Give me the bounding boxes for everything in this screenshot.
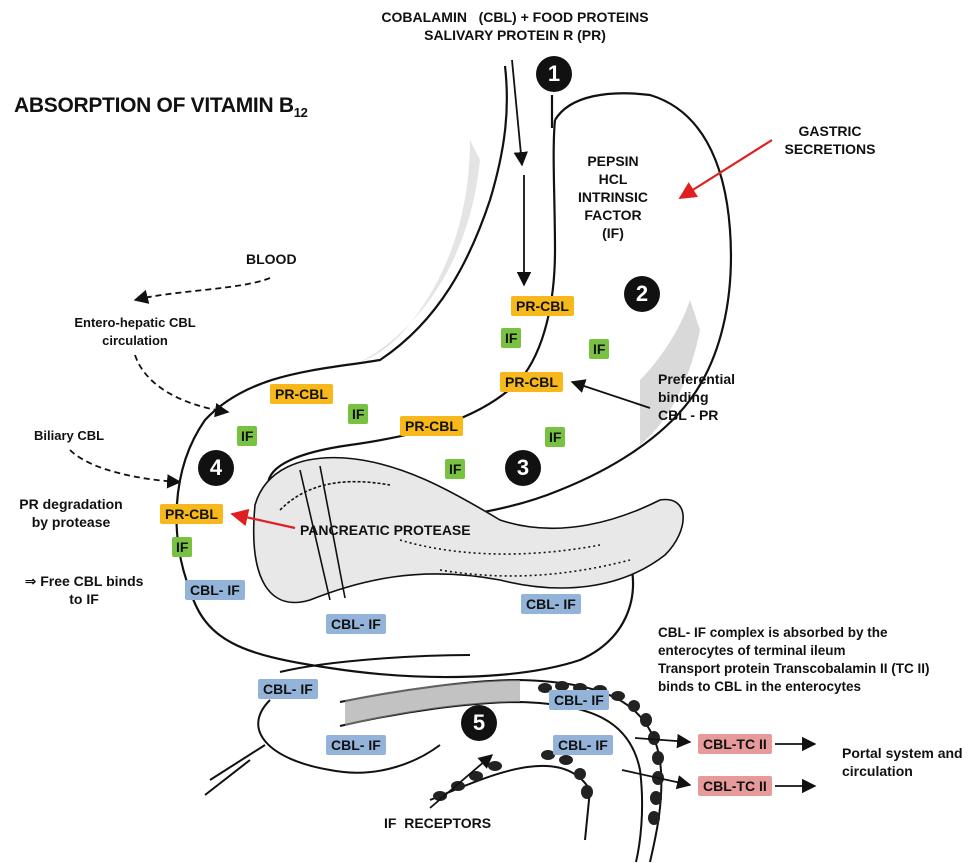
free-cbl-label: ⇒ Free CBL binds to IF	[14, 572, 154, 608]
diagram-title: ABSORPTION OF VITAMIN B12	[14, 94, 308, 120]
step-2-badge: 2	[624, 276, 660, 312]
preferential-line2: binding	[658, 388, 735, 406]
entero-hepatic-label: Entero-hepatic CBL circulation	[40, 314, 230, 350]
pr-cbl-box: PR-CBL	[160, 504, 223, 524]
if-box: IF	[545, 427, 565, 447]
entero-label-line2: circulation	[40, 332, 230, 350]
pr-cbl-box: PR-CBL	[511, 296, 574, 316]
absorption-line1: CBL- IF complex is absorbed by the	[658, 624, 930, 642]
cbl-if-box: CBL- IF	[326, 614, 386, 634]
absorption-line2: enterocytes of terminal ileum	[658, 642, 930, 660]
preferential-line1: Preferential	[658, 370, 735, 388]
absorption-line4: binds to CBL in the enterocytes	[658, 678, 930, 696]
blood-label: BLOOD	[246, 250, 297, 268]
if-abbrev-label: (IF)	[558, 224, 668, 242]
gastric-secretions-label: GASTRIC SECRETIONS	[770, 122, 890, 158]
cbl-tc-ii-box: CBL-TC II	[698, 734, 772, 754]
if-box: IF	[589, 339, 609, 359]
preferential-line3: CBL - PR	[658, 406, 735, 424]
step-5-badge: 5	[461, 705, 497, 741]
if-box: IF	[445, 459, 465, 479]
free-cbl-line1: ⇒ Free CBL binds	[14, 572, 154, 590]
portal-line1: Portal system and	[842, 744, 963, 762]
diagram-title-main: ABSORPTION OF VITAMIN B	[14, 94, 294, 117]
if-box: IF	[348, 404, 368, 424]
stomach-secretions-label: PEPSIN HCL INTRINSIC FACTOR (IF)	[558, 152, 668, 242]
input-label: COBALAMIN (CBL) + FOOD PROTEINS SALIVARY…	[350, 8, 680, 44]
input-label-line1: COBALAMIN (CBL) + FOOD PROTEINS	[350, 8, 680, 26]
cbl-if-box: CBL- IF	[521, 594, 581, 614]
cbl-if-box: CBL- IF	[549, 690, 609, 710]
input-label-line2: SALIVARY PROTEIN R (PR)	[350, 26, 680, 44]
step-3-badge: 3	[505, 450, 541, 486]
pr-cbl-box: PR-CBL	[500, 372, 563, 392]
absorption-description: CBL- IF complex is absorbed by the enter…	[658, 624, 930, 696]
pr-degradation-label: PR degradation by protease	[6, 495, 136, 531]
if-box: IF	[237, 426, 257, 446]
portal-system-label: Portal system and circulation	[842, 744, 963, 780]
cbl-if-box: CBL- IF	[326, 735, 386, 755]
if-box: IF	[501, 328, 521, 348]
hcl-label: HCL	[558, 170, 668, 188]
step-1-badge: 1	[536, 56, 572, 92]
pr-cbl-box: PR-CBL	[270, 384, 333, 404]
entero-label-line1: Entero-hepatic CBL	[40, 314, 230, 332]
pancreatic-protease-label: PANCREATIC PROTEASE	[300, 521, 471, 539]
factor-label: FACTOR	[558, 206, 668, 224]
absorption-line3: Transport protein Transcobalamin II (TC …	[658, 660, 930, 678]
portal-line2: circulation	[842, 762, 963, 780]
gastric-label-line2: SECRETIONS	[770, 140, 890, 158]
diagram-title-subscript: 12	[294, 105, 308, 120]
free-cbl-line2: to IF	[14, 590, 154, 608]
if-box: IF	[172, 537, 192, 557]
cbl-if-box: CBL- IF	[553, 735, 613, 755]
gastric-label-line1: GASTRIC	[770, 122, 890, 140]
pr-degradation-line2: by protease	[6, 513, 136, 531]
cbl-tc-ii-box: CBL-TC II	[698, 776, 772, 796]
pepsin-label: PEPSIN	[558, 152, 668, 170]
biliary-label: Biliary CBL	[34, 427, 104, 445]
step-4-badge: 4	[198, 450, 234, 486]
pr-degradation-line1: PR degradation	[6, 495, 136, 513]
cbl-if-box: CBL- IF	[185, 580, 245, 600]
intrinsic-label: INTRINSIC	[558, 188, 668, 206]
if-receptors-label: IF RECEPTORS	[384, 814, 491, 832]
pr-cbl-box: PR-CBL	[400, 416, 463, 436]
cbl-if-box: CBL- IF	[258, 679, 318, 699]
preferential-binding-label: Preferential binding CBL - PR	[658, 370, 735, 424]
